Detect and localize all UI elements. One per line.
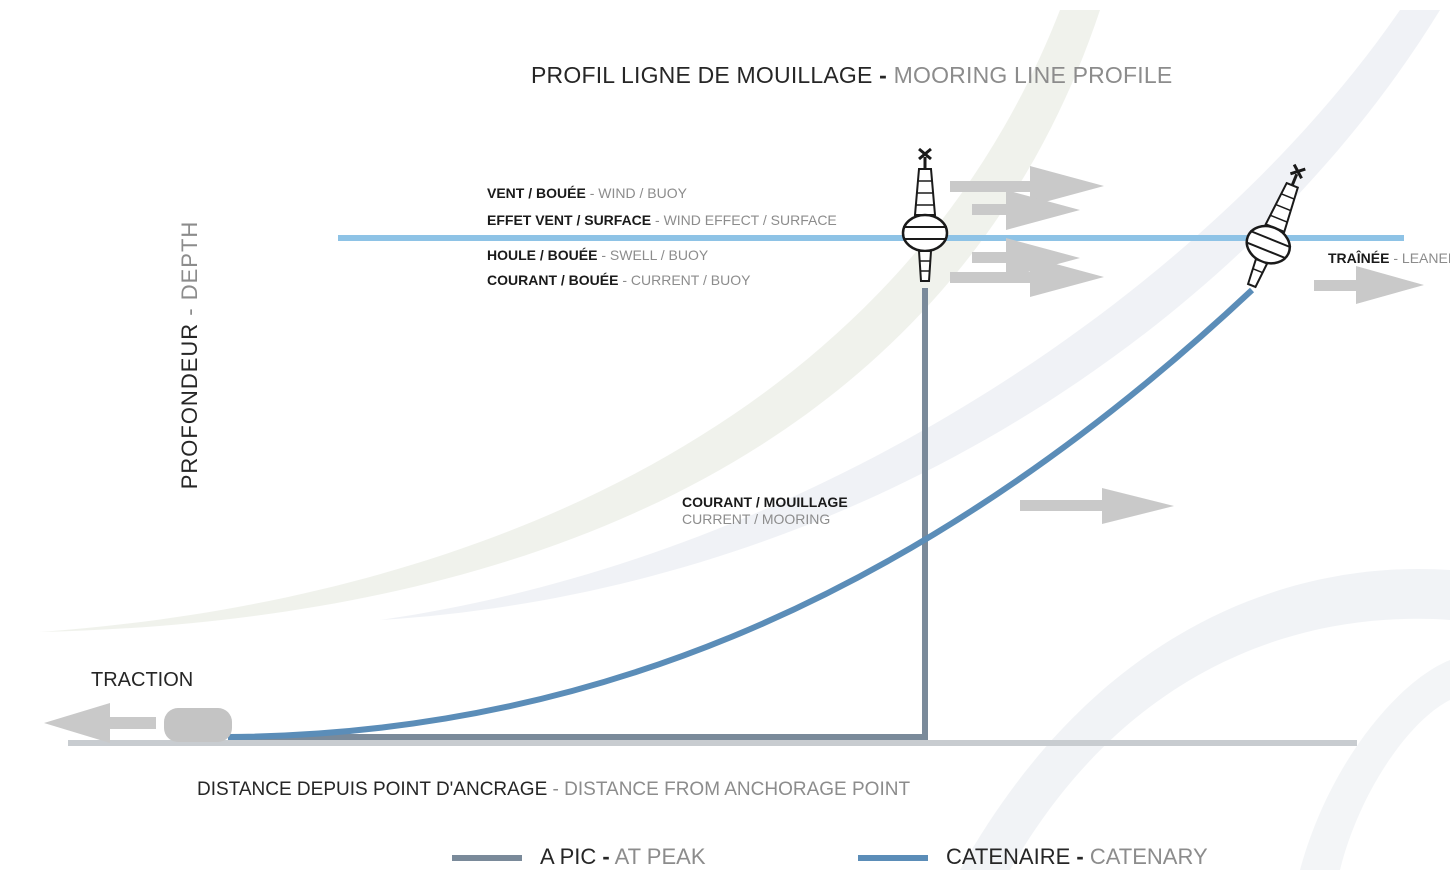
force-sep: - xyxy=(601,247,607,263)
leaned-sep: - xyxy=(1393,250,1399,266)
buoy-upright-icon xyxy=(901,147,949,282)
y-axis-en: DEPTH xyxy=(177,220,202,301)
force-fr: EFFET VENT / SURFACE xyxy=(487,212,652,228)
x-axis-sep: - xyxy=(552,779,559,800)
leaned-en: LEANED xyxy=(1401,250,1450,266)
force-en: SWELL / BUOY xyxy=(609,247,709,263)
title-sep: - xyxy=(879,62,888,88)
at-peak-line xyxy=(228,288,928,740)
diagram-title: PROFIL LIGNE DE MOUILLAGE - MOORING LINE… xyxy=(531,62,1172,89)
bg-swoosh-4 xyxy=(1300,660,1450,870)
x-axis-label: DISTANCE DEPUIS POINT D'ANCRAGE - DISTAN… xyxy=(197,779,910,801)
anchor-block xyxy=(164,708,232,742)
traction-arrow xyxy=(44,703,156,743)
force-en: WIND EFFECT / SURFACE xyxy=(663,212,837,228)
current-mooring-arrow xyxy=(1020,488,1174,524)
force-en: CURRENT / BUOY xyxy=(630,272,751,288)
force-fr: VENT / BOUÉE xyxy=(487,185,586,201)
force-label-wind-surface: EFFET VENT / SURFACE - WIND EFFECT / SUR… xyxy=(487,212,837,228)
x-axis-en: DISTANCE FROM ANCHORAGE POINT xyxy=(564,779,911,800)
y-axis-fr: PROFONDEUR xyxy=(177,322,202,490)
y-axis-sep: - xyxy=(177,307,202,316)
force-fr: COURANT / BOUÉE xyxy=(487,272,619,288)
bg-swoosh-1 xyxy=(40,10,1100,632)
y-axis-label: PROFONDEUR - DEPTH xyxy=(177,221,203,490)
current-buoy-arrow xyxy=(950,257,1104,297)
force-label-wind-buoy: VENT / BOUÉE - WIND / BUOY xyxy=(487,185,687,201)
bg-swoosh-3 xyxy=(960,568,1450,870)
legend-en: CATENARY xyxy=(1089,844,1208,869)
wind-surface-arrow xyxy=(972,190,1080,230)
current-mooring-label: COURANT / MOUILLAGE CURRENT / MOORING xyxy=(682,494,848,528)
leaned-label: TRAÎNÉE - LEANED xyxy=(1328,250,1450,266)
catenary-line xyxy=(227,287,1255,740)
current-mooring-en: CURRENT / MOORING xyxy=(682,511,831,527)
legend-fr: CATENAIRE xyxy=(946,844,1071,869)
title-en: MOORING LINE PROFILE xyxy=(893,62,1173,88)
background-swooshes xyxy=(40,10,1450,870)
legend-sep: - xyxy=(1076,844,1084,869)
force-en: WIND / BUOY xyxy=(598,185,687,201)
legend-at-peak: A PIC - AT PEAK xyxy=(540,844,706,870)
leaned-arrow xyxy=(1314,266,1424,304)
force-label-current-buoy: COURANT / BOUÉE - CURRENT / BUOY xyxy=(487,272,750,288)
legend-fr: A PIC xyxy=(540,844,597,869)
buoy-leaned-icon xyxy=(1245,163,1306,289)
force-label-swell-buoy: HOULE / BOUÉE - SWELL / BUOY xyxy=(487,247,708,263)
force-sep: - xyxy=(655,212,660,228)
swell-buoy-arrow xyxy=(972,238,1080,278)
x-axis-fr: DISTANCE DEPUIS POINT D'ANCRAGE xyxy=(197,779,548,800)
current-mooring-fr: COURANT / MOUILLAGE xyxy=(682,494,848,510)
title-fr: PROFIL LIGNE DE MOUILLAGE xyxy=(531,62,873,88)
force-sep: - xyxy=(622,272,628,288)
legend-catenary: CATENAIRE - CATENARY xyxy=(946,844,1208,870)
legend-en: AT PEAK xyxy=(614,844,706,869)
legend-sep: - xyxy=(602,844,610,869)
traction-label: TRACTION xyxy=(91,669,194,691)
wind-buoy-arrow xyxy=(950,166,1104,206)
force-fr: HOULE / BOUÉE xyxy=(487,247,598,263)
force-sep: - xyxy=(589,185,595,201)
leaned-fr: TRAÎNÉE xyxy=(1328,250,1390,266)
